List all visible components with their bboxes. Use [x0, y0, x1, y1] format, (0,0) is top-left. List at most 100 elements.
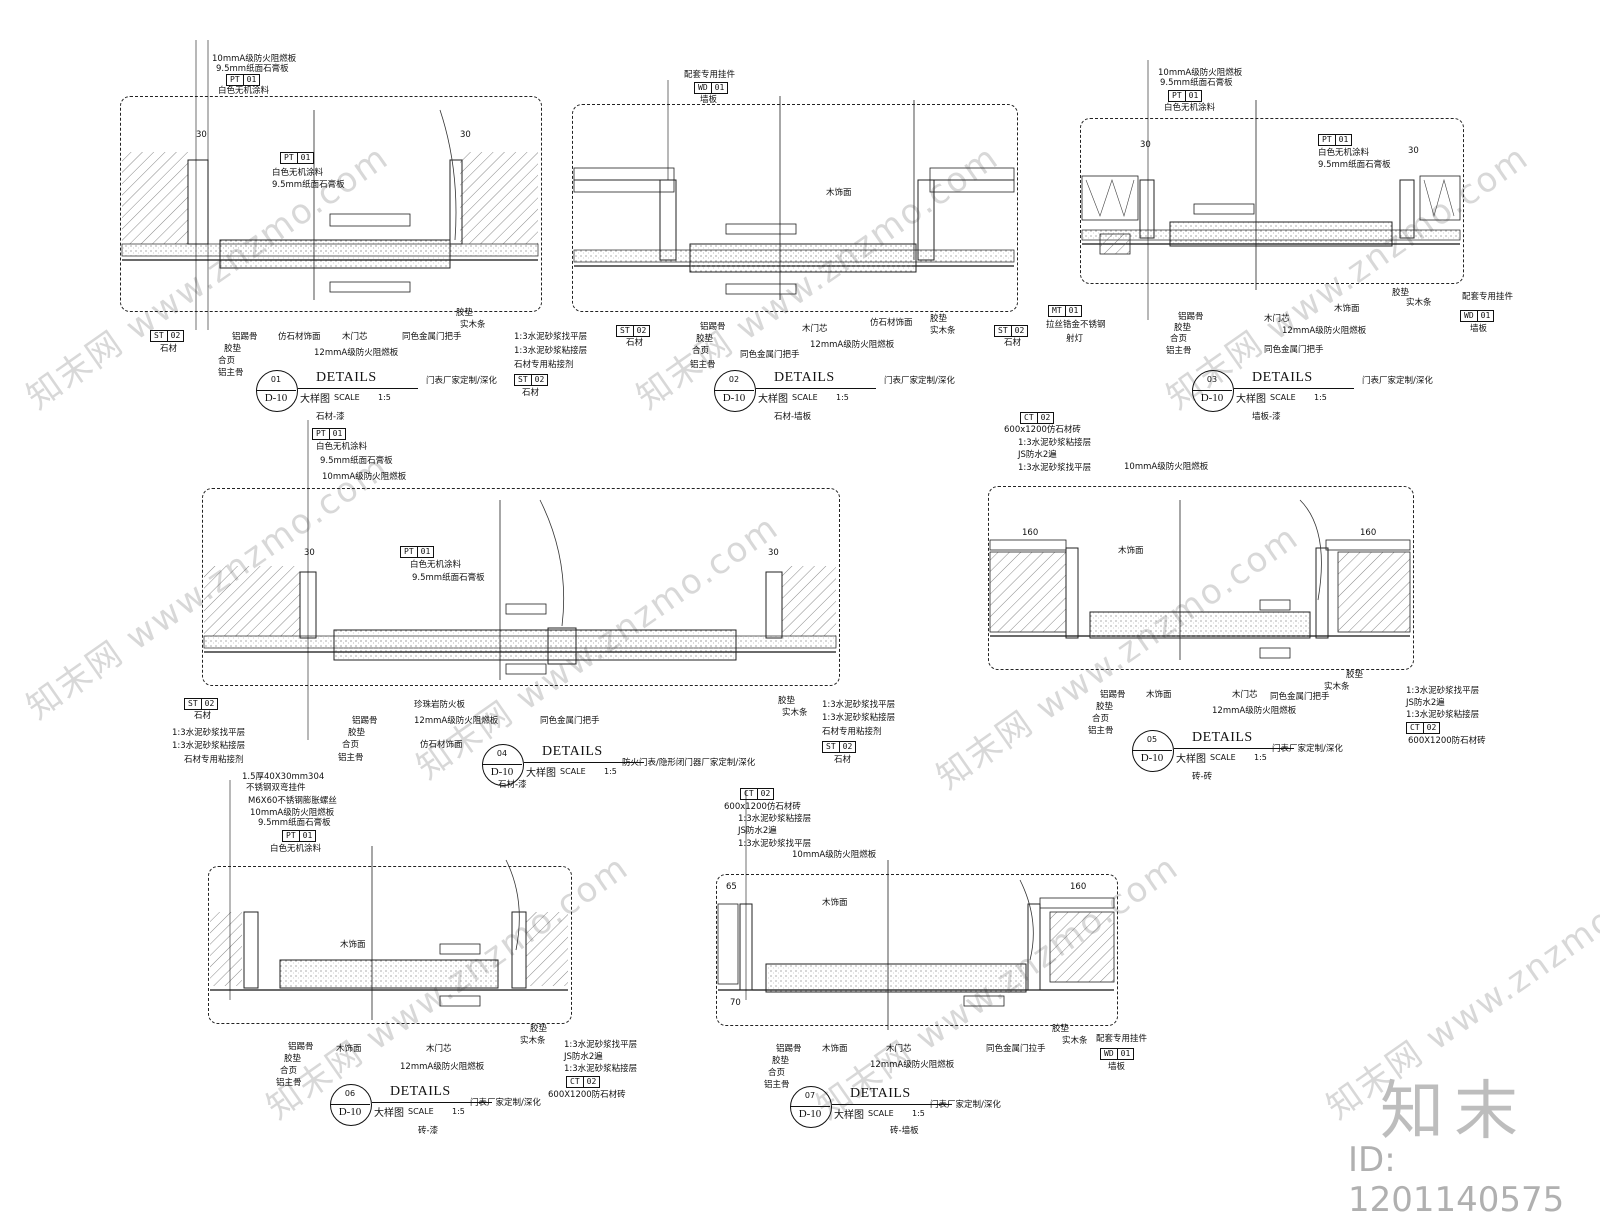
callout-label: 墙板 [700, 95, 718, 105]
callout-label: 石材 [522, 388, 540, 398]
detail-number: 03 [1206, 375, 1218, 384]
callout-label: 配套专用挂件 [684, 70, 736, 80]
callout-label: 1:3水泥砂浆找平层 [1406, 686, 1480, 696]
callout-label: 铝主骨 [764, 1080, 790, 1090]
detail-panel [1080, 118, 1464, 284]
dimension-label: 70 [730, 998, 741, 1008]
callout-label: 600X1200防石材砖 [1408, 736, 1486, 746]
callout-label: 胶垫 [224, 344, 242, 354]
callout-label: 9.5mm纸面石膏板 [320, 456, 393, 466]
callout-label: JS防水2遍 [738, 826, 777, 836]
callout-label: 铝主骨 [276, 1078, 302, 1088]
callout-label: 同色金属门把手 [540, 716, 600, 726]
callout-label: 仿石材饰面 [870, 318, 913, 328]
callout-label: 白色无机涂料 [316, 442, 368, 452]
callout-label: 铝踢骨 [1178, 312, 1204, 322]
scale-label: SCALE [408, 1107, 434, 1116]
detail-note: 门表厂家定制/深化 [1362, 376, 1433, 386]
dimension-label: 160 [1070, 882, 1087, 892]
callout-label: 实木条 [1324, 682, 1350, 692]
callout-label: 1.5厚40X30mm304 [242, 772, 325, 782]
callout-label: 9.5mm纸面石膏板 [412, 573, 485, 583]
detail-type: 大样图 [300, 394, 330, 405]
callout-label: 石材专用粘接剂 [184, 755, 244, 765]
details-heading: DETAILS [316, 370, 377, 385]
callout-label: 木门芯 [886, 1044, 912, 1054]
dimension-label: 30 [768, 548, 779, 558]
scale-label: SCALE [560, 767, 586, 776]
detail-type: 大样图 [374, 1108, 404, 1119]
details-heading: DETAILS [774, 370, 835, 385]
callout-label: 1:3水泥砂浆粘接层 [172, 741, 246, 751]
callout-label: JS防水2遍 [1018, 450, 1057, 460]
scale-value: 1:5 [452, 1107, 465, 1116]
callout-label: 石材 [194, 711, 212, 721]
callout-label: 10mmA级防火阻燃板 [792, 850, 877, 860]
drawing-number: D-10 [798, 1108, 822, 1120]
callout-label: 白色无机涂料 [272, 168, 324, 178]
callout-label: 12mmA级防火阻燃板 [414, 716, 499, 726]
callout-label: 12mmA级防火阻燃板 [1212, 706, 1297, 716]
callout-label: 同色金属门把手 [740, 350, 800, 360]
detail-note: 门表厂家定制/深化 [470, 1098, 541, 1108]
callout-label: 胶垫 [456, 308, 474, 318]
detail-subtitle: 墙板-漆 [1252, 412, 1281, 422]
callout-label: 木饰面 [822, 898, 848, 908]
callout-label: 胶垫 [348, 728, 366, 738]
callout-label: 木饰面 [1118, 546, 1144, 556]
brand-logo: 知末 [1380, 1075, 1528, 1149]
callout-label: 1:3水泥砂浆找平层 [822, 700, 896, 710]
callout-label: 胶垫 [1392, 288, 1410, 298]
drawing-number: D-10 [722, 392, 746, 404]
detail-number-circle [714, 370, 756, 412]
callout-label: 胶垫 [778, 696, 796, 706]
detail-number: 05 [1146, 735, 1158, 744]
callout-label: 石材专用粘接剂 [822, 727, 882, 737]
callout-label: 10mmA级防火阻燃板 [322, 472, 407, 482]
callout-label: 铝踢骨 [776, 1044, 802, 1054]
callout-label: 白色无机涂料 [270, 844, 322, 854]
callout-label: 9.5mm纸面石膏板 [1160, 78, 1233, 88]
callout-label: 同色金属门把手 [1270, 692, 1330, 702]
scale-value: 1:5 [836, 393, 849, 402]
callout-label: 1:3水泥砂浆粘接层 [514, 346, 588, 356]
callout-label: 合页 [342, 740, 360, 750]
scale-value: 1:5 [1254, 753, 1267, 762]
detail-panel [120, 96, 542, 312]
dimension-label: 30 [1408, 146, 1419, 156]
callout-label: 600X1200防石材砖 [548, 1090, 626, 1100]
dimension-label: 30 [1140, 140, 1151, 150]
callout-label: 石材 [160, 344, 178, 354]
callout-label: 12mmA级防火阻燃板 [810, 340, 895, 350]
callout-label: 9.5mm纸面石膏板 [258, 818, 331, 828]
callout-label: JS防水2遍 [564, 1052, 603, 1062]
callout-label: 铝踢骨 [232, 332, 258, 342]
callout-label: 合页 [280, 1066, 298, 1076]
details-heading: DETAILS [850, 1086, 911, 1101]
callout-label: 实木条 [1062, 1036, 1088, 1046]
detail-title-block: 04 D-10 DETAILS 大样图 SCALE 1:5 防火门表/隐形闭门器… [482, 744, 755, 794]
detail-type: 大样图 [1236, 394, 1266, 405]
callout-label: 1:3水泥砂浆找平层 [1018, 463, 1092, 473]
callout-label: 1:3水泥砂浆找平层 [564, 1040, 638, 1050]
scale-label: SCALE [868, 1109, 894, 1118]
callout-label: 同色金属门把手 [402, 332, 462, 342]
detail-title-block: 03 D-10 DETAILS 大样图 SCALE 1:5 门表厂家定制/深化 … [1192, 370, 1433, 422]
callout-label: 木饰面 [1146, 690, 1172, 700]
callout-label: 10mmA级防火阻燃板 [1158, 68, 1243, 78]
callout-label: 胶垫 [284, 1054, 302, 1064]
detail-subtitle: 砖-漆 [418, 1126, 439, 1136]
callout-label: 石材 [626, 338, 644, 348]
callout-label: 木门芯 [802, 324, 828, 334]
